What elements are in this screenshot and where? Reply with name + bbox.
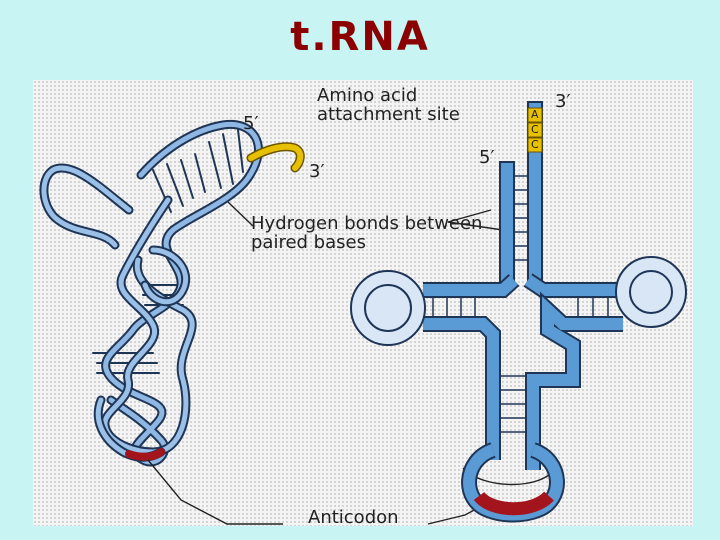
- right-three-prime-label: 3′: [555, 91, 571, 112]
- trna-cloverleaf: [350, 101, 687, 523]
- hydrogen-bonds-label: Hydrogen bonds between paired bases: [251, 213, 483, 253]
- ribbon-strand2-fill: [102, 197, 195, 455]
- ribbon-strand2-outline: [100, 195, 197, 457]
- acc-base-1: A: [531, 108, 539, 121]
- right-five-prime-label: 5′: [479, 147, 495, 168]
- acc-base-3: C: [531, 138, 539, 151]
- slide-title: t.RNA: [290, 14, 430, 60]
- anticodon-leader-left: [147, 459, 283, 525]
- anticodon-stem-pairs: [501, 375, 525, 433]
- amino-acid-site-label: Amino acid attachment site: [317, 85, 460, 125]
- hbond-leader-left: [227, 201, 254, 227]
- acceptor-stem-5prime-strand: [499, 161, 515, 283]
- left-five-prime-label: 5′: [243, 113, 259, 134]
- anticodon-label: Anticodon: [308, 507, 399, 526]
- anticodon-bases: [473, 491, 554, 516]
- ribbon-anticodon-segment: [125, 448, 165, 461]
- left-three-prime-label: 3′: [309, 161, 325, 182]
- ribbon-d-loop-fill: [41, 165, 132, 248]
- hbond-leader-right-upper: [447, 209, 492, 223]
- ribbon-three-prime-end-fill: [248, 143, 304, 171]
- trna-figure: A C C Amino acid attachment site 5′ 3′ 5…: [33, 80, 693, 526]
- trna-3d-ribbon-model: [39, 119, 305, 467]
- acc-base-2: C: [531, 123, 539, 136]
- t-arm-pairs: [577, 298, 609, 316]
- hbond-leader-right-lower: [447, 221, 504, 231]
- ribbon-t-loop-fill: [142, 247, 189, 305]
- d-arm-lower-strand: [423, 316, 501, 460]
- trna-diagram: [39, 101, 687, 525]
- d-arm-pairs: [432, 298, 476, 316]
- acceptor-stem-pairs: [514, 175, 528, 261]
